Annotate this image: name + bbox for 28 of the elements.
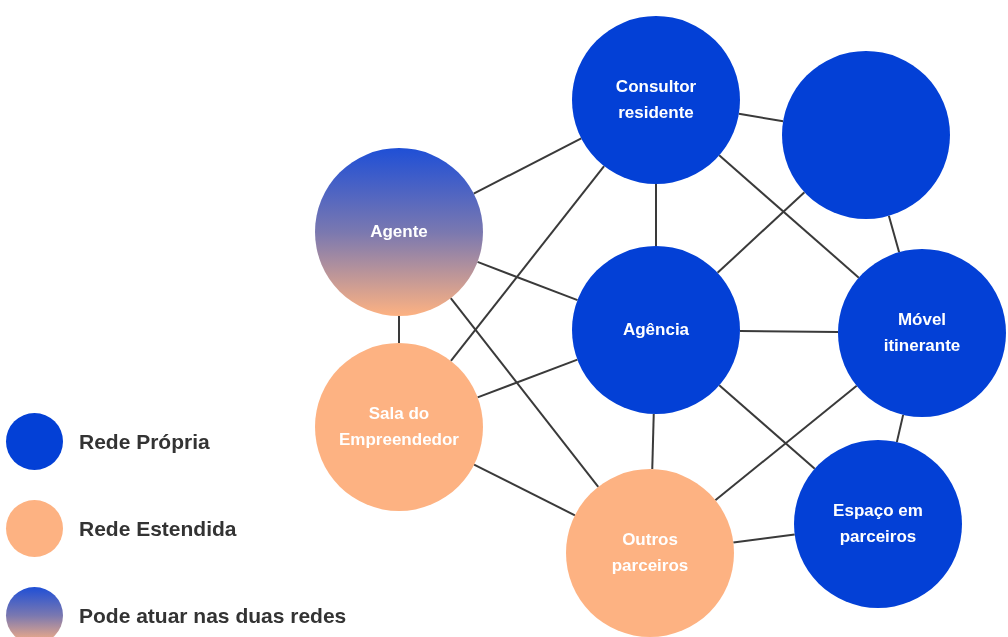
node-label: Espaço em parceiros: [832, 500, 924, 548]
connector-line: [476, 260, 579, 302]
node-label: Móvel itinerante: [882, 309, 962, 357]
connector-line: [718, 154, 860, 279]
connector-line: [732, 533, 796, 544]
connector-line: [887, 214, 901, 254]
legend-label: Pode atuar nas duas redes: [79, 602, 347, 629]
connector-line: [716, 191, 806, 274]
connector-line: [449, 165, 606, 362]
node-label: Agência: [622, 319, 690, 341]
legend-label: Rede Estendida: [79, 515, 237, 542]
legend-label: Rede Própria: [79, 428, 210, 455]
connector-line: [473, 463, 576, 517]
connector-line: [714, 384, 858, 502]
node-label: Sala do Empreendedor: [338, 403, 460, 451]
connector-line: [398, 315, 400, 344]
connector-line: [739, 329, 839, 334]
connector-line: [718, 384, 816, 470]
connector-line: [449, 297, 600, 488]
connector-line: [651, 412, 655, 471]
connector-line: [655, 183, 657, 247]
connector-line: [472, 137, 583, 195]
node-label: Outros parceiros: [610, 529, 690, 577]
connector-line: [476, 358, 579, 399]
node-label: Agente: [370, 221, 428, 243]
node-label: Consultor residente: [614, 76, 698, 124]
connector-line: [895, 413, 905, 444]
connector-line: [737, 112, 785, 123]
